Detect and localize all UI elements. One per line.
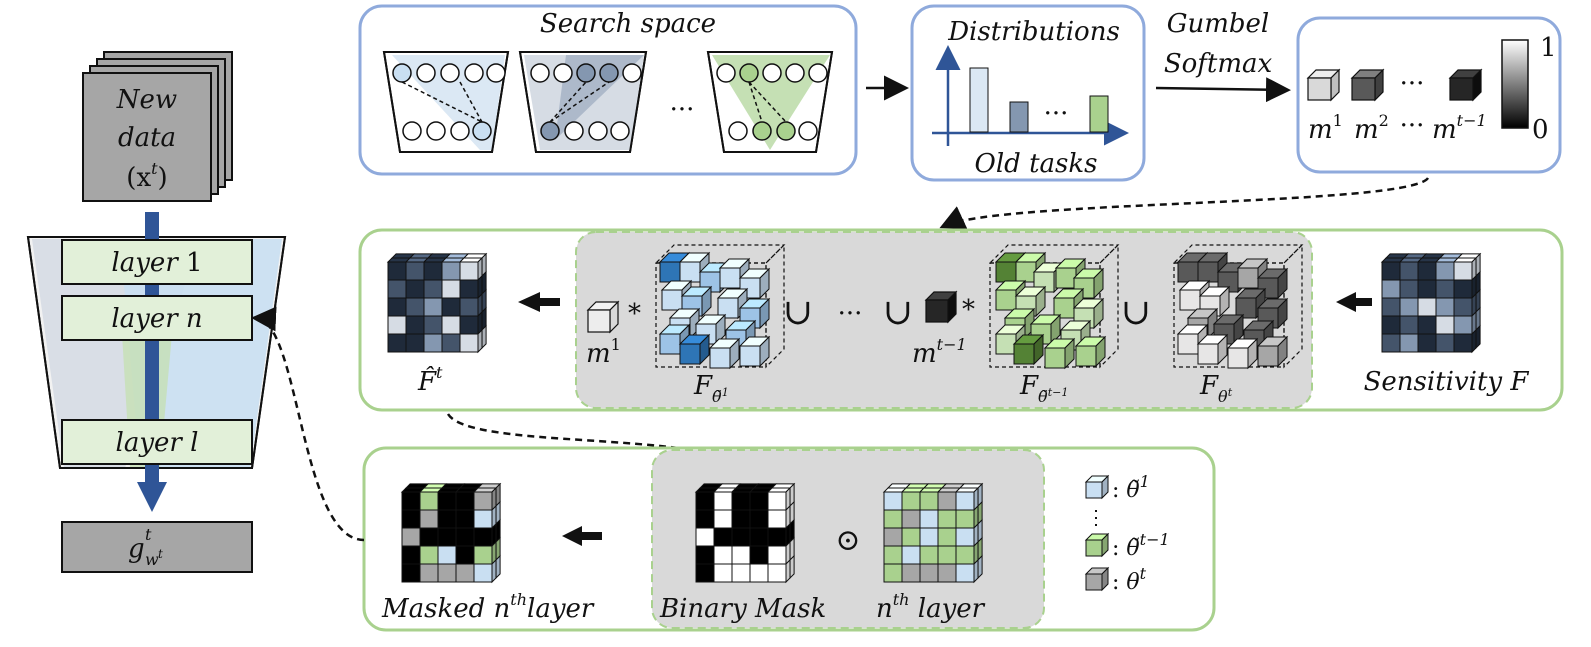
grayscale-colorbar [1501,39,1529,129]
gumbel-line2: Softmax [1164,49,1273,79]
gumbel-line1: Gumbel [1167,9,1270,39]
distributions-title: Distributions [947,17,1120,47]
sensitivity-cube [1380,252,1482,354]
nth-layer-label: nth layer [876,590,986,624]
arrow-from-sensitivity [1336,292,1372,312]
svg-text:t: t [145,525,152,544]
svg-text:0: 0 [1532,115,1549,145]
union-1: ∪ [783,292,813,333]
search-funnel-2 [518,51,648,153]
svg-text:w: w [145,550,159,569]
layer-n-box: layer n [61,295,253,341]
search-space-panel: Search space [358,4,858,176]
mt1-weight-cube [924,290,958,324]
layer-1-box: layer 1 [61,239,253,285]
svg-text:···: ··· [838,299,863,329]
legend-swatch-1 [1084,474,1110,500]
svg-text:···: ··· [1400,69,1425,99]
m1-weight-cube [586,300,620,334]
mt1-label: mt−1 [912,335,967,369]
masks-panel: ··· 1 0 m1 m2 ··· mt−1 [1296,16,1562,174]
output-g-box: g t w t [61,521,253,573]
svg-text:layer n: layer n [111,304,202,334]
svg-text:layer l: layer l [116,428,199,458]
legend-label-2: : θ̃t−1 [1112,530,1170,561]
legend-swatch-3 [1084,566,1110,592]
svg-text:*: * [962,295,975,325]
legend: : θ̃1 : θ̃t−1: θt [1084,472,1170,595]
svg-text:*: * [628,299,641,329]
m1-label: m1 [586,335,621,369]
legend-label-1: : θ̃1 [1112,472,1150,503]
ftheta1-label: Fθ̃1 [693,371,729,406]
fthetat1-label: Fθ̃t−1 [1019,371,1068,406]
svg-text:mt−1: mt−1 [1432,111,1487,145]
arrow-to-fhat [518,292,560,312]
nth-layer-cube [882,482,984,584]
fthetat-label: Fθt [1199,371,1233,406]
svg-text:m2: m2 [1354,111,1389,145]
svg-text:layer 1: layer 1 [111,248,202,278]
fthetat-scatter-cube [1172,243,1304,370]
svg-text:1: 1 [1540,33,1557,63]
fhat-label: F̂t [417,363,443,397]
svg-text:···: ··· [1400,111,1425,141]
distributions-panel: Distributions ··· Old tasks [910,4,1146,182]
mask-cube-m2 [1350,68,1385,102]
binary-mask-label: Binary Mask [659,594,826,624]
mask-cube-mt1 [1448,68,1483,102]
new-data-line3: (xt) [126,159,167,193]
new-data-line1: New [116,85,177,115]
fthetat1-scatter-cube [988,243,1120,370]
svg-text:···: ··· [1044,99,1069,129]
arrow-to-masked [562,526,602,546]
fhat-cube [386,252,488,354]
svg-text:t: t [158,547,163,561]
search-ellipsis: ··· [670,95,695,125]
layer-l-box: layer l [61,419,253,465]
new-data-stack: New data (xt) [82,51,233,202]
new-data-line2: data [118,123,176,153]
binary-mask-cube [694,482,796,584]
odot-operator: ⊙ [835,523,860,558]
masked-layer-label: Masked nthlayer [381,590,595,624]
union-2: ∪ [883,292,913,333]
legend-label-3: : θt [1112,564,1147,595]
sensitivity-label: Sensitivity F [1364,367,1530,397]
union-3: ∪ [1121,292,1151,333]
search-funnel-3 [706,51,834,153]
mask-cube-m1 [1306,68,1341,102]
masked-layer-cube [400,482,502,584]
legend-swatch-2 [1084,532,1110,558]
old-tasks-label: Old tasks [975,149,1098,179]
ftheta1-scatter-cube [654,243,786,370]
svg-text:g: g [128,534,145,564]
svg-text:m1: m1 [1308,111,1343,145]
search-space-title: Search space [540,9,716,39]
search-funnel-1 [382,51,510,153]
